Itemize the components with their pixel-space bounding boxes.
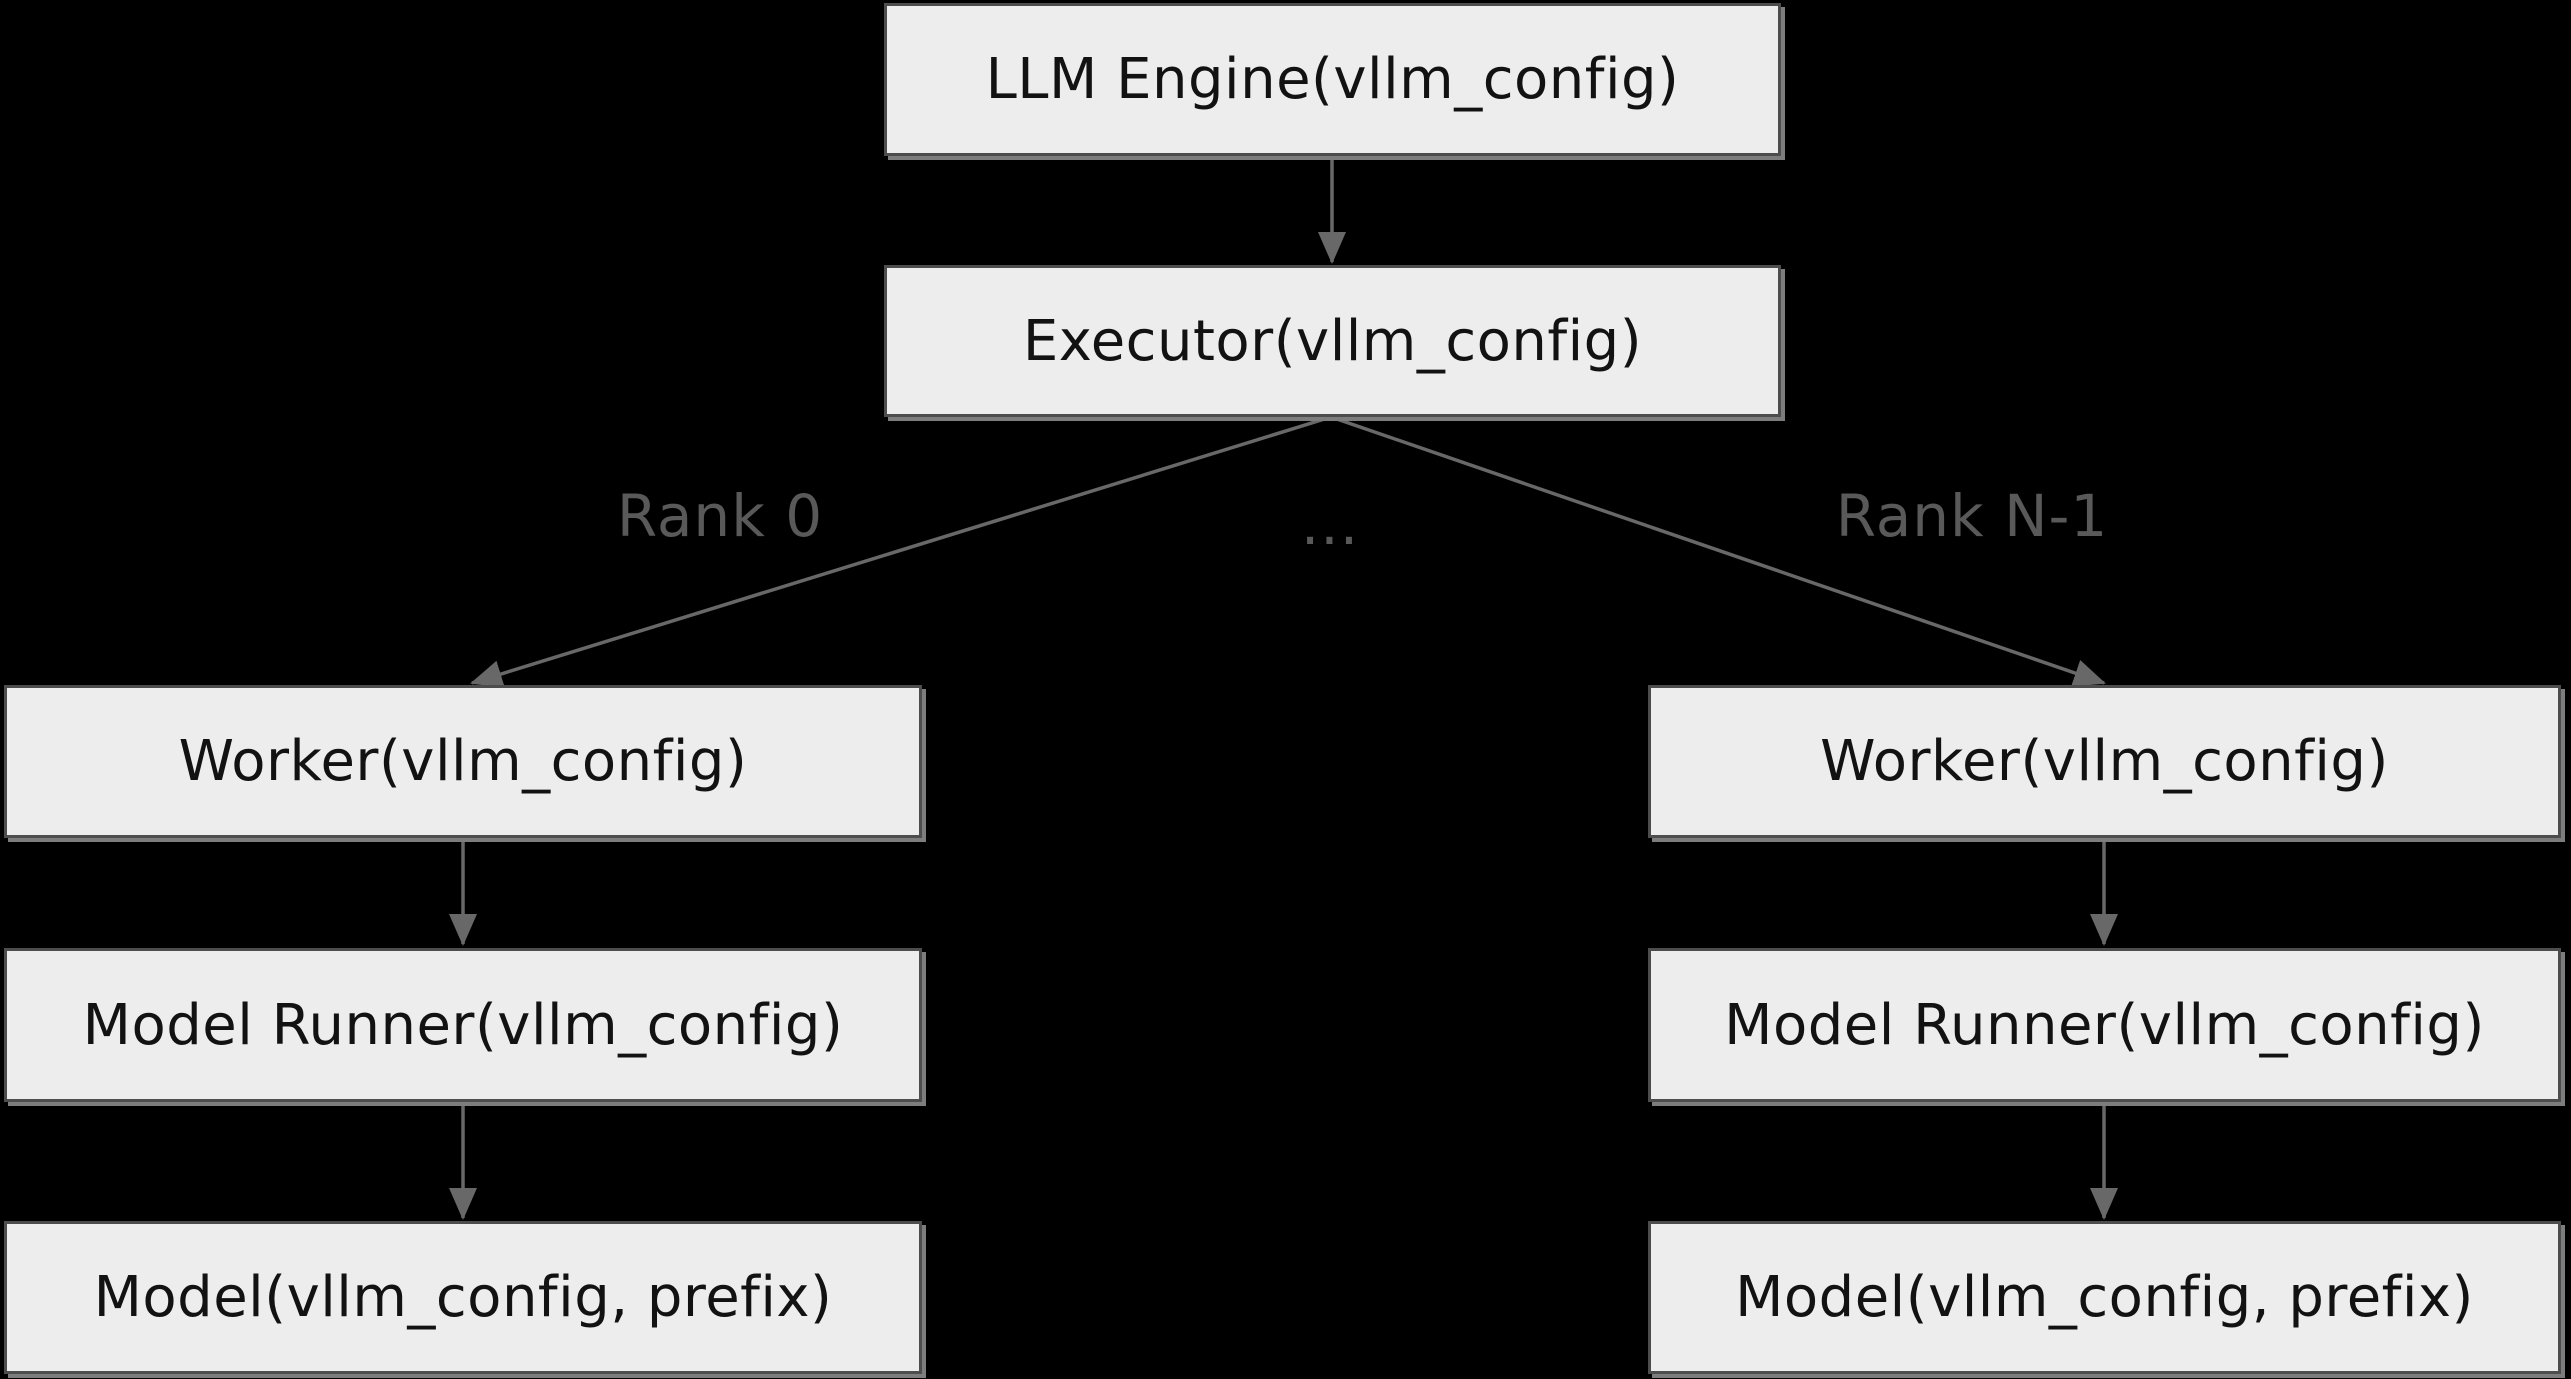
node-model-rank0: Model(vllm_config, prefix) <box>4 1221 922 1374</box>
node-llm-engine: LLM Engine(vllm_config) <box>884 3 1781 156</box>
edge-executor-to-worker-left <box>470 415 1332 688</box>
edge-label-ellipsis: ... <box>1300 490 1360 558</box>
node-worker-rank0: Worker(vllm_config) <box>4 685 922 838</box>
edge-label-rank-n-1: Rank N-1 <box>1835 482 2109 550</box>
edge-label-rank-0: Rank 0 <box>616 482 824 550</box>
node-model-rankn: Model(vllm_config, prefix) <box>1648 1221 2561 1374</box>
node-model-runner-rank0: Model Runner(vllm_config) <box>4 948 922 1102</box>
node-executor: Executor(vllm_config) <box>884 265 1781 417</box>
node-model-runner-rankn: Model Runner(vllm_config) <box>1648 948 2561 1102</box>
node-worker-rankn: Worker(vllm_config) <box>1648 685 2561 838</box>
edge-executor-to-worker-right <box>1330 415 2106 687</box>
